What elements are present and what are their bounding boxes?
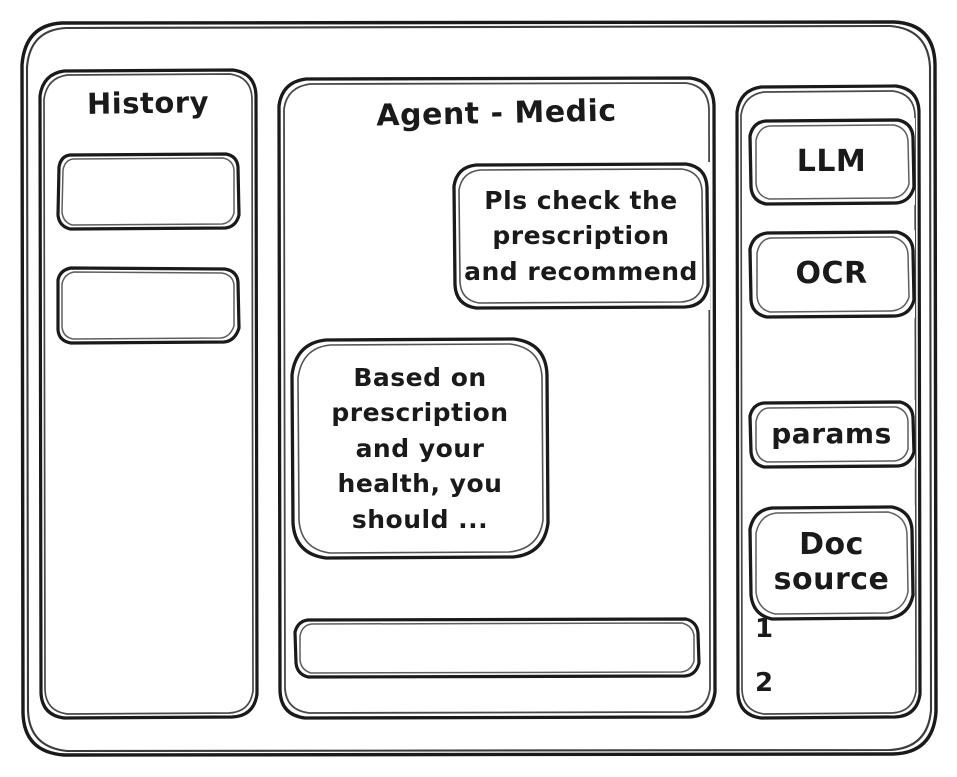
doc-source-list-item[interactable]: 1	[755, 614, 774, 644]
tool-button-doc-source-line: source	[773, 561, 890, 597]
tool-button-llm-label: LLM	[796, 143, 867, 179]
chat-message-user-text: Pls check the prescription and recommend	[452, 162, 710, 310]
tool-button-doc-source-line: Doc	[799, 527, 864, 562]
tool-button-llm[interactable]: LLM	[748, 118, 916, 206]
message-input[interactable]	[293, 617, 701, 679]
chat-message-agent-line: prescription	[331, 398, 509, 428]
tool-button-doc-source-label: Doc source	[773, 527, 890, 597]
chat-message-agent-line: and your	[355, 433, 485, 463]
history-list-item[interactable]	[56, 266, 241, 345]
doc-source-list-item[interactable]: 2	[755, 668, 774, 698]
chat-message-user-line: and recommend	[464, 256, 698, 286]
chat-message-agent-line: should ...	[351, 504, 489, 534]
chat-message-agent-text: Based on prescription and your health, y…	[290, 337, 550, 560]
chat-message-agent-line: health, you	[337, 469, 503, 499]
tool-button-params-label: params	[771, 417, 892, 451]
history-list-item[interactable]	[56, 152, 241, 231]
tool-button-params[interactable]: params	[748, 400, 916, 469]
chat-message-agent: Based on prescription and your health, y…	[290, 337, 550, 560]
history-panel-title: History	[86, 85, 210, 121]
history-list-item-label	[56, 266, 57, 267]
tool-button-doc-source[interactable]: Doc source	[748, 505, 915, 621]
chat-message-user-line: Pls check the	[484, 185, 678, 215]
tools-panel: LLM OCR params Doc source 1 2	[735, 84, 922, 720]
history-list-item-label	[56, 152, 57, 153]
tool-button-ocr[interactable]: OCR	[748, 230, 916, 319]
chat-message-agent-line: Based on	[353, 362, 487, 392]
tool-button-ocr-label: OCR	[795, 256, 868, 292]
agent-panel-title: Agent - Medic	[375, 93, 617, 134]
history-panel: History	[38, 68, 259, 720]
chat-message-user-line: prescription	[492, 221, 670, 251]
agent-chat-panel: Agent - Medic Pls check the prescription…	[276, 76, 717, 720]
chat-message-user: Pls check the prescription and recommend	[452, 162, 710, 310]
